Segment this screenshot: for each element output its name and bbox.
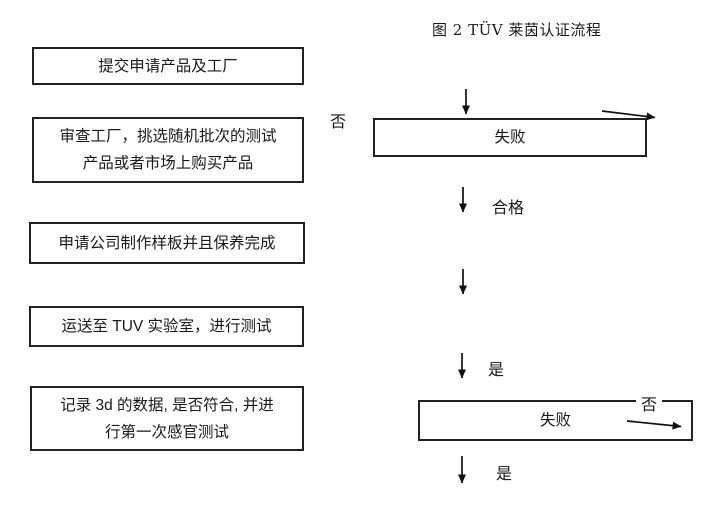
fail-box-top: 失败 <box>373 118 647 157</box>
step-text-line1: 审查工厂，挑选随机批次的测试 <box>59 128 277 145</box>
fail-box-bottom-text: 失败 <box>539 412 571 429</box>
figure-title: 图 2 TÜV 莱茵认证流程 <box>432 21 602 39</box>
step-box-sample-preparation: 申请公司制作样板并且保养完成 <box>29 222 305 264</box>
step-text-line2: 行第一次感官测试 <box>104 423 229 441</box>
branch-label-yes-mid: 是 <box>488 362 505 379</box>
branch-label-pass: 合格 <box>492 200 525 217</box>
branch-label-yes-bottom: 是 <box>496 466 513 483</box>
branch-label-no-bottom: 否 <box>636 391 663 415</box>
step-text: 运送至 TUV 实验室，进行测试 <box>61 318 272 335</box>
step-text-line2: 产品或者市场上购买产品 <box>82 155 254 172</box>
step-box-record-data: 记录 3d 的数据, 是否符合, 并进 行第一次感官测试 <box>30 386 304 451</box>
step-box-factory-audit: 审查工厂，挑选随机批次的测试 产品或者市场上购买产品 <box>32 117 304 183</box>
step-box-ship-to-lab: 运送至 TUV 实验室，进行测试 <box>29 306 304 347</box>
step-text: 提交申请产品及工厂 <box>98 57 238 75</box>
step-text-line1: 记录 3d 的数据, 是否符合, 并进 <box>60 396 274 414</box>
fail-box-top-text: 失败 <box>494 129 526 146</box>
step-box-submit-application: 提交申请产品及工厂 <box>32 47 304 85</box>
step-text: 申请公司制作样板并且保养完成 <box>58 234 276 252</box>
exit-arrow-fail-top-icon <box>601 110 656 121</box>
branch-label-no-top: 否 <box>330 114 347 131</box>
